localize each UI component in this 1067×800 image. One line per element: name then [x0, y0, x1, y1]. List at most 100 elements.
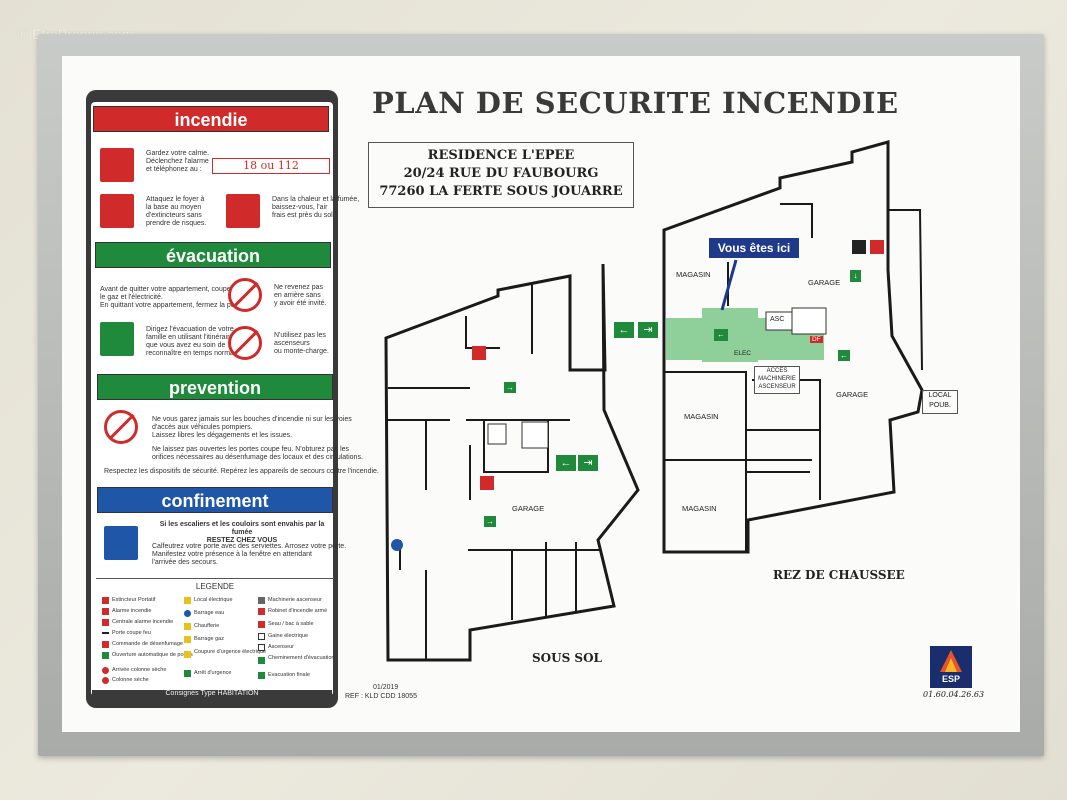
- legend-item: Seau / bac à sable: [268, 621, 314, 627]
- legend-item: Ascenseur: [268, 644, 294, 650]
- sous-sol-plan: [384, 263, 640, 662]
- legend-item: Barrage gaz: [194, 636, 224, 642]
- esp-phone: 01.60.04.26.63: [923, 690, 985, 699]
- legend-item: Arrivée colonne sèche: [112, 667, 167, 673]
- fire-door-legend-icon: [102, 632, 109, 634]
- direction-arrow-icon: →: [484, 516, 496, 527]
- direction-arrow-icon: ←: [714, 329, 728, 341]
- exit-sign-runner-icon: ⇥: [638, 322, 658, 338]
- legend-item: Coupure d'urgence électrique: [194, 649, 266, 655]
- legend-item: Porte coupe feu: [112, 630, 151, 636]
- evacuation-route-icon: [100, 322, 134, 356]
- legend: LEGENDE Extincteur Portatif Alarme incen…: [96, 578, 334, 691]
- incendie-text-3: Dans la chaleur et la fumée, baissez-vou…: [272, 196, 360, 219]
- water-valve-icon: [391, 539, 403, 551]
- you-are-here-badge: Vous êtes ici: [709, 238, 799, 258]
- evacuation-hall: [702, 308, 758, 362]
- esp-logo-text: ESP: [941, 674, 960, 684]
- reference-block: 01/2019 REF : KLD CDD 18055: [345, 683, 417, 701]
- confinement-text-1: Si les escaliers et les couloirs sont en…: [159, 521, 325, 544]
- sand-bucket-icon: [852, 240, 866, 254]
- section-confinement-heading: confinement: [97, 487, 333, 513]
- lift-machinery-legend-icon: [258, 597, 265, 604]
- boiler-room-legend-icon: [184, 623, 191, 630]
- extinguisher-icon: [472, 346, 486, 360]
- exit-sign-runner-icon: ⇥: [578, 455, 598, 471]
- panel-footer: Consignes Type HABITATION: [92, 690, 332, 697]
- plan-title: PLAN DE SECURITE INCENDIE: [372, 86, 899, 120]
- direction-arrow-icon: ←: [838, 350, 850, 361]
- lift-machinery-access-label: ACCES MACHINERIE ASCENSEUR: [754, 366, 800, 394]
- legend-item: Commande de désenfumage: [112, 641, 183, 647]
- legend-item: Machinerie ascenseur: [268, 597, 322, 603]
- elevator-label: ASC: [770, 316, 785, 323]
- exit-sign-arrow-icon: ←: [614, 322, 634, 338]
- legend-item: Chaufferie: [194, 623, 220, 629]
- elec-label: ELEC: [734, 350, 751, 357]
- basement-stairs: [521, 421, 549, 449]
- bin-room-label: LOCAL POUB.: [922, 390, 958, 414]
- room-label: MAGASIN: [682, 504, 717, 513]
- address-line-2: 20/24 RUE DU FAUBOURG: [403, 166, 599, 181]
- gas-valve-legend-icon: [184, 636, 191, 643]
- evac-path-legend-icon: [258, 657, 265, 664]
- stay-home-icon: [104, 526, 138, 560]
- room-label: MAGASIN: [684, 412, 719, 421]
- auto-door-legend-icon: [102, 652, 109, 659]
- emergency-stop-legend-icon: [184, 670, 191, 677]
- sous-sol-label: SOUS SOL: [532, 651, 602, 665]
- extinguisher-icon: [480, 476, 494, 490]
- evacuation-text-4: N'utilisez pas les ascenseurs ou monte-c…: [274, 332, 329, 355]
- direction-arrow-icon: ↓: [850, 270, 861, 282]
- smoke-control-label: DF: [810, 336, 823, 343]
- reference-code: REF : KLD CDD 18055: [345, 693, 417, 700]
- legend-item: Arrêt d'urgence: [194, 670, 232, 676]
- power-cut-legend-icon: [184, 651, 191, 658]
- room-label: GARAGE: [836, 390, 869, 399]
- prevention-text-2: Ne laissez pas ouvertes les portes coupe…: [152, 446, 363, 461]
- extinguisher-legend-icon: [102, 597, 109, 604]
- legend-item: Extincteur Portatif: [112, 597, 156, 603]
- evacuation-text-2: Ne revenez pas en arrière sans y avoir é…: [274, 284, 327, 307]
- evacuation-text-3: Dirigez l'évacuation de votre famille en…: [146, 326, 236, 357]
- section-incendie-heading: incendie: [93, 106, 329, 132]
- flame-icon: [940, 650, 962, 672]
- here-pointer: [720, 259, 738, 311]
- direction-arrow-icon: →: [504, 382, 516, 393]
- legend-item: Evacuation finale: [268, 672, 310, 678]
- electrical-duct-legend-icon: [258, 633, 265, 640]
- electrical-room-legend-icon: [184, 597, 191, 604]
- alarm-legend-icon: [102, 608, 109, 615]
- room-label: GARAGE: [512, 504, 545, 513]
- dry-riser-legend-icon: [102, 677, 109, 684]
- no-parking-hydrant-icon: [104, 410, 138, 444]
- elevator-legend-icon: [258, 644, 265, 651]
- legend-item: Barrage eau: [194, 610, 225, 616]
- rdc-plan: [662, 140, 924, 554]
- water-valve-legend-icon: [184, 610, 191, 617]
- section-prevention-heading: prevention: [97, 374, 333, 400]
- prevention-text-3: Respectez les dispositifs de sécurité. R…: [104, 468, 379, 475]
- no-elevator-icon: [228, 326, 262, 360]
- section-evacuation-heading: évacuation: [95, 242, 331, 268]
- fire-hose-legend-icon: [258, 608, 265, 615]
- emergency-phone: 18 ou 112: [212, 158, 330, 174]
- extinguisher-icon: [100, 194, 134, 228]
- incendie-text-2: Attaquez le foyer à la base au moyen d'e…: [146, 196, 207, 227]
- fire-alarm-icon: [100, 148, 134, 182]
- legend-item: Local électrique: [194, 597, 233, 603]
- extinguisher-icon: [870, 240, 884, 254]
- no-return-icon: [228, 278, 262, 312]
- exit-sign-arrow-icon: ←: [556, 455, 576, 471]
- legend-item: Cheminement d'évacuation: [268, 655, 335, 661]
- dry-riser-inlet-legend-icon: [102, 667, 109, 674]
- reference-date: 01/2019: [373, 684, 399, 691]
- address-line-1: RESIDENCE L'EPEE: [427, 148, 575, 163]
- room-label: GARAGE: [808, 278, 841, 287]
- room-label: MAGASIN: [676, 270, 711, 279]
- final-exit-legend-icon: [258, 672, 265, 679]
- sand-bucket-legend-icon: [258, 621, 265, 628]
- incendie-text-1: Gardez votre calme. Déclenchez l'alarme …: [146, 150, 210, 173]
- alarm-panel-legend-icon: [102, 619, 109, 626]
- smoke-control-legend-icon: [102, 641, 109, 648]
